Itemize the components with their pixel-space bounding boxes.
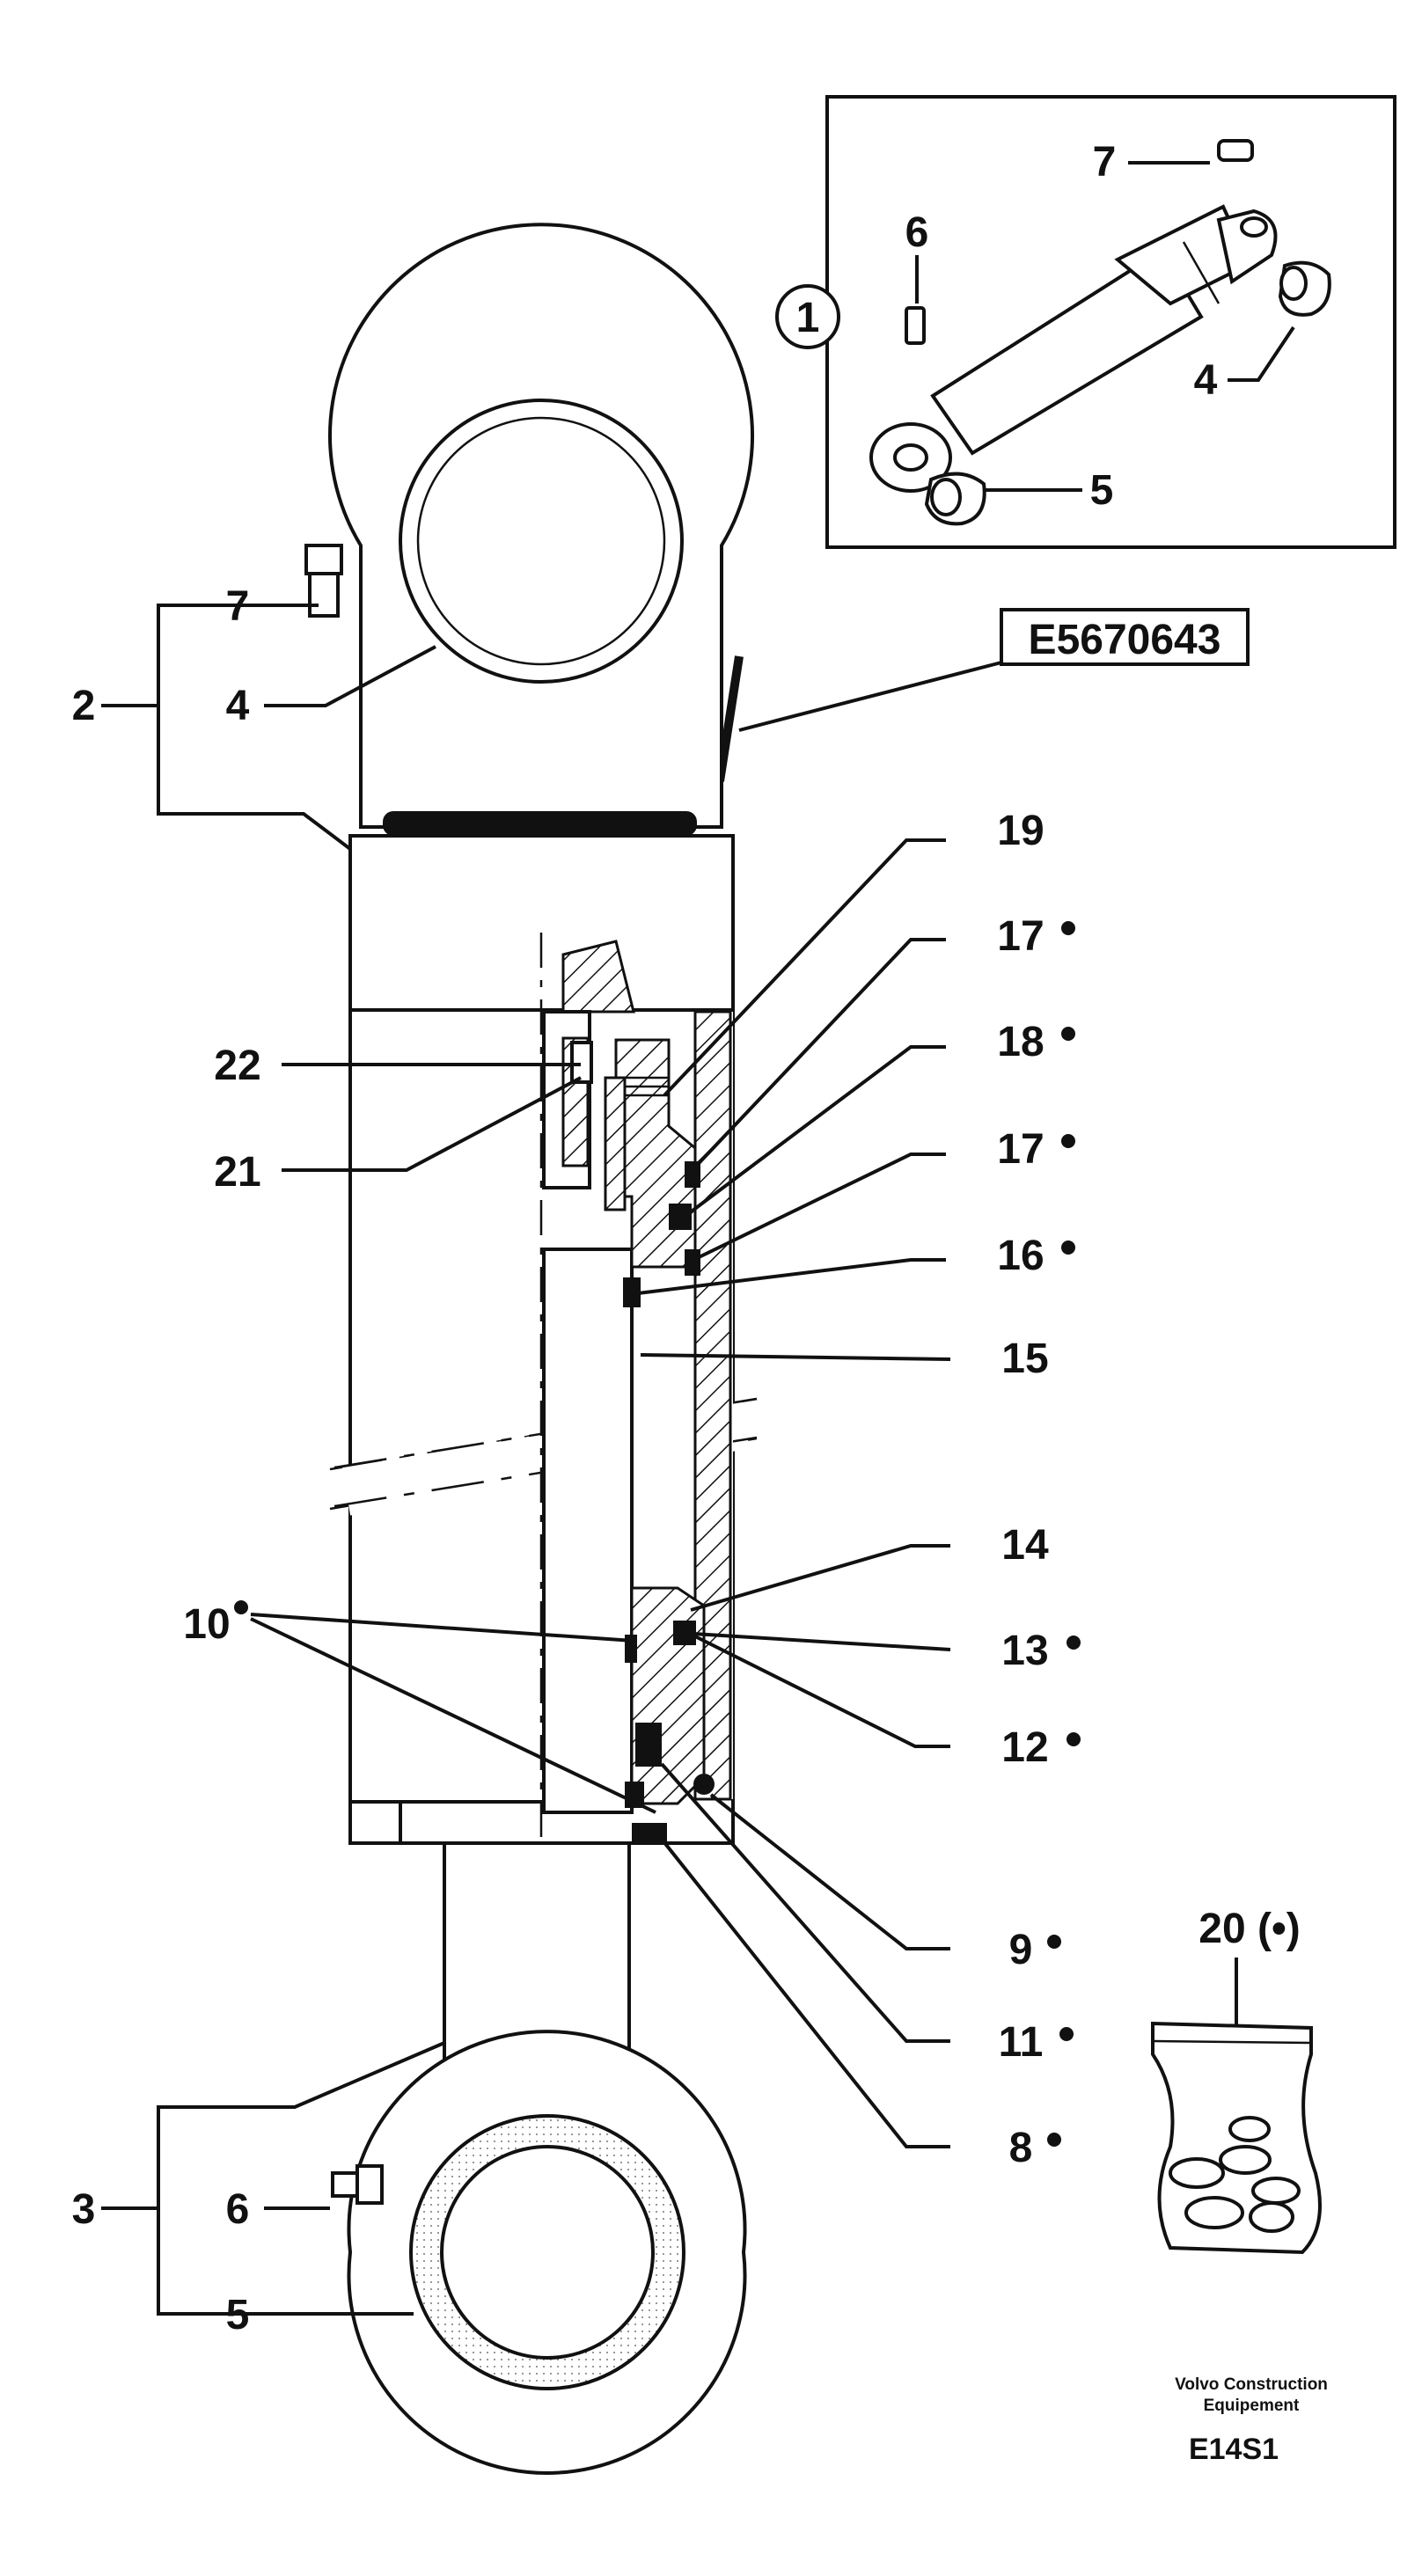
label-17-top: 17 [997,913,1075,960]
svg-text:11: 11 [999,2019,1044,2066]
kit-marker-dot-icon [1047,1935,1061,1949]
label-7-inset: 7 [1093,139,1117,186]
callout-labels: 2 7 4 19 17 18 17 16 15 22 21 14 13 12 [72,583,1081,2338]
label-14: 14 [1001,1522,1049,1569]
label-9: 9 [1009,1927,1061,1973]
label-7: 7 [226,583,250,630]
svg-text:17: 17 [997,1126,1044,1173]
svg-text:12: 12 [1001,1724,1048,1771]
label-4: 4 [226,683,250,729]
label-1: 1 [796,295,820,341]
inset-cylinder-drawing [869,139,1331,526]
label-6: 6 [226,2186,250,2233]
svg-text:8: 8 [1009,2125,1033,2171]
label-6-inset: 6 [905,209,929,256]
label-22: 22 [214,1043,260,1089]
footer: Volvo Construction Equipement E14S1 [1175,2375,1328,2466]
kit-marker-dot-icon [1059,2027,1074,2041]
kit-marker-dot-icon [234,1600,248,1614]
svg-text:10: 10 [183,1601,230,1648]
label-21: 21 [214,1149,260,1196]
label-3: 3 [72,2186,96,2233]
svg-text:9: 9 [1009,1927,1033,1973]
svg-text:17: 17 [997,913,1044,960]
part-number: E5670643 [1029,617,1221,663]
label-12: 12 [1001,1724,1081,1771]
label-20: 20 (•) [1198,1906,1301,1952]
main-cylinder [304,223,758,2475]
leader-lines [101,604,951,2316]
svg-text:16: 16 [997,1233,1044,1279]
kit-marker-dot-icon [1061,1027,1075,1041]
kit-marker-dot-icon [1047,2133,1061,2147]
part-number-box: E5670643 [715,608,1250,782]
kit-marker-dot-icon [1061,1134,1075,1148]
label-10: 10 [183,1600,248,1648]
kit-marker-dot-icon [1066,1732,1081,1746]
svg-text:18: 18 [997,1019,1044,1065]
svg-text:13: 13 [1001,1628,1048,1674]
label-11: 11 [999,2019,1074,2066]
label-4-inset: 4 [1194,357,1218,404]
label-5-inset: 5 [1090,467,1114,514]
brand-line-1: Volvo Construction [1175,2375,1328,2394]
label-18: 18 [997,1019,1075,1065]
label-8: 8 [1009,2125,1061,2171]
kit-marker-dot-icon [1061,921,1075,935]
label-13: 13 [1001,1628,1081,1674]
brand-line-2: Equipement [1204,2397,1300,2415]
label-5: 5 [226,2292,250,2338]
label-15: 15 [1001,1336,1048,1382]
kit-marker-dot-icon [1061,1240,1075,1255]
inset-callout-1: 1 [775,284,840,349]
inset-panel: 1 7 6 4 5 [775,95,1396,549]
label-16: 16 [997,1233,1075,1279]
label-2: 2 [72,683,96,729]
drawing-code: E14S1 [1189,2433,1279,2466]
seal-kit-bag: 20 (•) [1151,1906,1322,2255]
kit-marker-dot-icon [1066,1636,1081,1650]
label-17-bottom: 17 [997,1126,1075,1173]
label-19: 19 [997,808,1044,854]
